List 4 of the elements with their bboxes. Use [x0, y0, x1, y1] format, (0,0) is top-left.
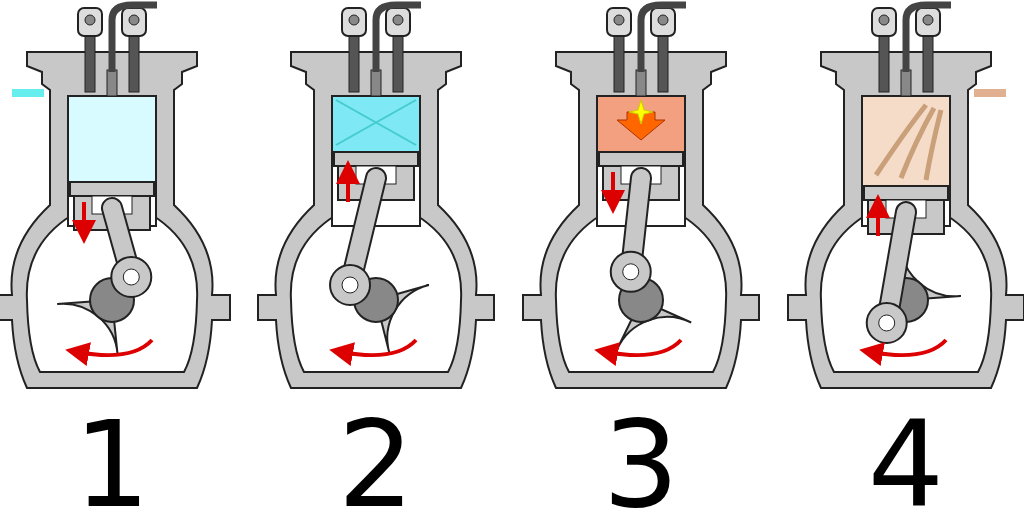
stroke-number: 1: [72, 405, 152, 525]
stroke-number: 4: [866, 405, 946, 525]
stroke-number: 3: [601, 405, 681, 525]
stroke-number: 2: [336, 405, 416, 525]
